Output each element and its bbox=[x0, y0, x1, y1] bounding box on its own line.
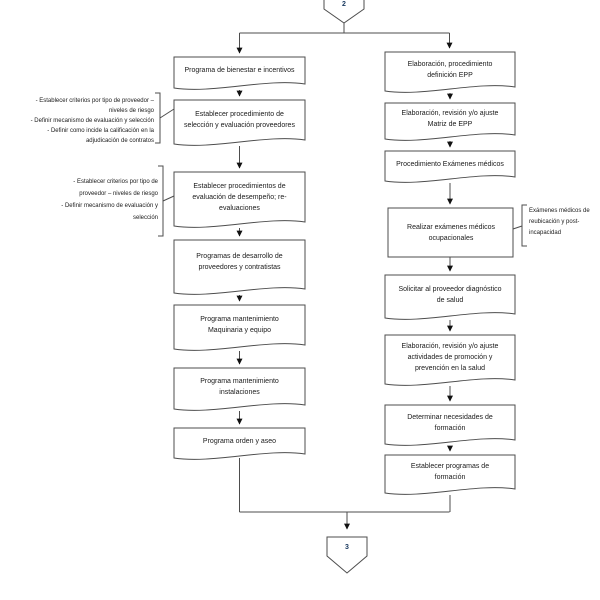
process-shape-r4 bbox=[387, 207, 514, 258]
doc-shape-r1 bbox=[384, 51, 516, 93]
doc-shape-l7 bbox=[173, 427, 306, 460]
doc-shape-r2 bbox=[384, 102, 516, 141]
offpage-connector-bottom-shape bbox=[326, 536, 368, 574]
doc-shape-l3 bbox=[173, 171, 306, 228]
node-realizar-examenes-medicos: Realizar exámenes médicos ocupacionales bbox=[407, 223, 495, 242]
node-matriz-epp: Elaboración, revisión y/o ajuste Matriz … bbox=[401, 110, 499, 128]
bracket-a2-leader bbox=[162, 195, 175, 202]
offpage-connector-top-label: 2 bbox=[342, 1, 346, 8]
annotation-brackets bbox=[155, 92, 527, 247]
node-procedimientos-evaluacion-desempeno: Establecer procedimientos de evaluación … bbox=[192, 182, 287, 212]
node-procedimiento-examenes-medicos: Procedimiento Exámenes médicos bbox=[396, 160, 504, 168]
connector-lines bbox=[236, 23, 453, 530]
doc-shape-l6 bbox=[173, 367, 306, 411]
bracket-a2 bbox=[158, 165, 164, 237]
node-programas-desarrollo-proveedores: Programas de desarrollo de proveedores y… bbox=[196, 253, 283, 271]
node-mantenimiento-instalaciones: Programa mantenimiento instalaciones bbox=[200, 377, 279, 396]
bracket-a1-leader bbox=[159, 108, 175, 119]
doc-shape-r5 bbox=[384, 274, 516, 320]
doc-shape-r7 bbox=[384, 404, 516, 446]
node-establecer-programas-formacion: Establecer programas de formación bbox=[410, 463, 490, 481]
node-procedimiento-seleccion-proveedores: Establecer procedimiento de selección y … bbox=[184, 111, 295, 129]
doc-shape-r3 bbox=[384, 150, 516, 183]
node-mantenimiento-maquinaria: Programa mantenimiento Maquinaria y equi… bbox=[200, 316, 279, 334]
bracket-a1 bbox=[155, 92, 161, 144]
node-procedimiento-definicion-epp: Elaboración, procedimiento definición EP… bbox=[407, 60, 493, 79]
annotation-criterios-proveedor-desempeno: - Establecer criterios por tipo de prove… bbox=[61, 179, 158, 221]
right-column-shapes bbox=[384, 51, 516, 495]
left-column-shapes bbox=[173, 56, 306, 460]
doc-shape-r6 bbox=[384, 334, 516, 386]
node-solicitar-diagnostico-salud: Solicitar al proveedor diagnóstico de sa… bbox=[398, 285, 502, 304]
doc-shape-l4 bbox=[173, 239, 306, 295]
node-determinar-necesidades-formacion: Determinar necesidades de formación bbox=[407, 413, 493, 432]
doc-shape-l1 bbox=[173, 56, 306, 90]
bracket-a3 bbox=[521, 204, 527, 247]
offpage-connector-top-shape bbox=[323, 0, 365, 24]
offpage-connector-bottom-label: 3 bbox=[345, 543, 349, 551]
node-programa-bienestar: Programa de bienestar e incentivos bbox=[184, 67, 295, 74]
bracket-a3-leader bbox=[512, 225, 523, 230]
node-programa-orden-aseo: Programa orden y aseo bbox=[202, 437, 277, 445]
node-actividades-promocion-prevencion: Elaboración, revisión y/o ajuste activid… bbox=[401, 343, 499, 372]
doc-shape-l2 bbox=[173, 99, 306, 146]
doc-shape-r8 bbox=[384, 454, 516, 495]
annotation-criterios-proveedor-seleccion: - Establecer criterios por tipo de prove… bbox=[30, 98, 154, 144]
doc-shape-l5 bbox=[173, 304, 306, 351]
annotation-examenes-reubicacion: Exámenes médicos de reubicación y post- … bbox=[529, 208, 590, 236]
